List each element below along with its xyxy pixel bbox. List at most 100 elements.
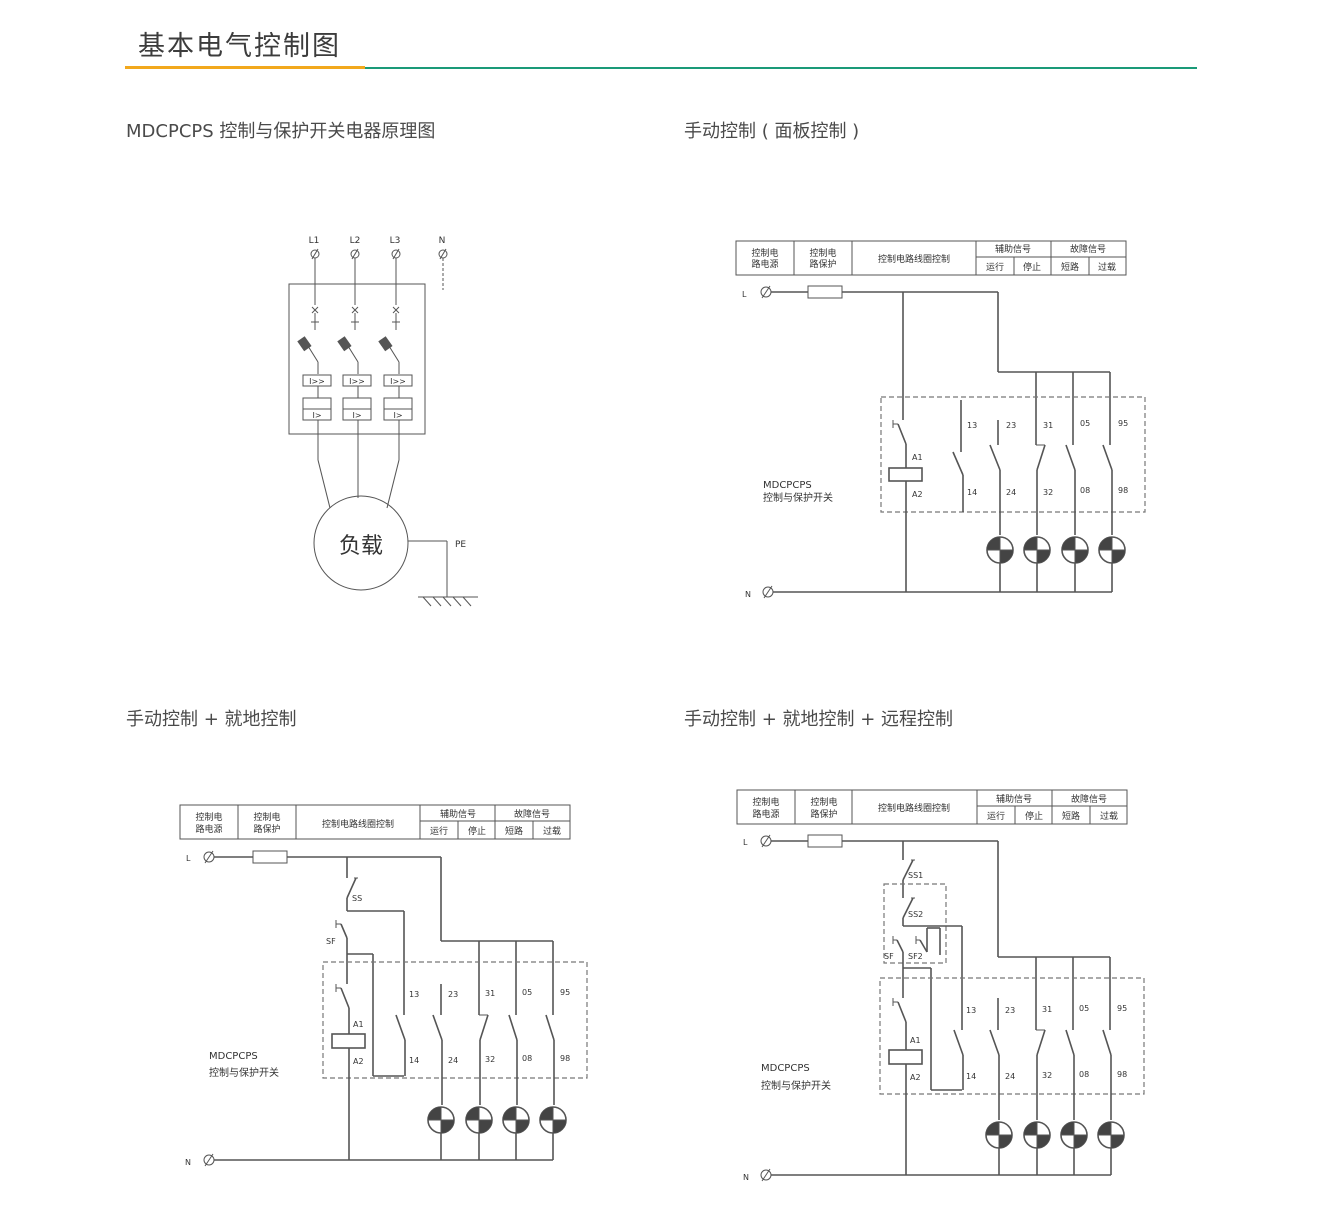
remote-control-box — [883, 883, 947, 964]
manual-local-remote-control-table: 控制电 路电源 控制电 路保护 控制电路线圈控制 辅助信号 运行 停止 故障信号… — [736, 789, 1128, 825]
svg-text:95: 95 — [1118, 419, 1128, 428]
svg-text:A1: A1 — [912, 453, 923, 462]
svg-text:14: 14 — [409, 1056, 419, 1065]
svg-text:控制电路线圈控制: 控制电路线圈控制 — [878, 253, 950, 265]
svg-text:控制电路线圈控制: 控制电路线圈控制 — [878, 802, 950, 814]
manual-device-box — [880, 396, 1146, 513]
svg-text:停止: 停止 — [1025, 810, 1043, 822]
svg-text:SS: SS — [352, 894, 362, 903]
svg-text:控制电: 控制电 — [810, 796, 837, 808]
manual-l-label: L — [742, 290, 747, 299]
svg-text:路保护: 路保护 — [253, 823, 280, 835]
svg-text:A1: A1 — [910, 1036, 921, 1045]
svg-text:路保护: 路保护 — [809, 258, 836, 270]
phase-l2-label: L2 — [350, 236, 361, 246]
svg-text:24: 24 — [448, 1056, 458, 1065]
svg-text:31: 31 — [1042, 1005, 1052, 1014]
manual-local-indicator-lamps — [427, 1106, 567, 1160]
svg-text:停止: 停止 — [1023, 261, 1041, 273]
svg-text:运行: 运行 — [987, 810, 1005, 822]
svg-text:98: 98 — [1117, 1070, 1127, 1079]
svg-text:SF: SF — [884, 952, 894, 961]
ground-icon — [418, 596, 478, 607]
svg-text:控制与保护开关: 控制与保护开关 — [209, 1066, 279, 1079]
svg-text:23: 23 — [448, 990, 458, 999]
manual-indicator-lamps — [986, 536, 1126, 592]
svg-text:31: 31 — [485, 989, 495, 998]
manual-local-remote-diagram: 控制电 路电源 控制电 路保护 控制电路线圈控制 辅助信号 运行 停止 故障信号… — [736, 789, 1145, 1182]
svg-text:辅助信号: 辅助信号 — [995, 243, 1031, 255]
pe-label: PE — [455, 540, 466, 550]
load-motor — [313, 495, 409, 591]
svg-text:MDCPCPS: MDCPCPS — [209, 1051, 258, 1062]
svg-text:SF2: SF2 — [908, 952, 923, 961]
svg-text:A2: A2 — [912, 490, 923, 499]
svg-text:98: 98 — [560, 1054, 570, 1063]
svg-text:A2: A2 — [353, 1057, 364, 1066]
svg-text:控制与保护开关: 控制与保护开关 — [761, 1079, 831, 1092]
svg-text:32: 32 — [1043, 488, 1053, 497]
svg-text:MDCPCPS: MDCPCPS — [761, 1063, 810, 1074]
svg-text:SF: SF — [326, 937, 336, 946]
manual-coil — [888, 467, 923, 482]
svg-text:过载: 过载 — [1098, 261, 1116, 273]
svg-text:控制电: 控制电 — [751, 247, 778, 259]
svg-text:N: N — [185, 1158, 191, 1167]
manual-local-diagram: 控制电 路电源 控制电 路保护 控制电路线圈控制 辅助信号 运行 停止 故障信号… — [179, 804, 588, 1167]
relay-l3-short: I>> — [390, 377, 406, 386]
manual-fuse — [807, 285, 843, 299]
svg-text:故障信号: 故障信号 — [1071, 793, 1107, 805]
relay-l3-over: I> — [393, 411, 402, 420]
svg-text:过载: 过载 — [543, 825, 561, 837]
svg-text:23: 23 — [1006, 421, 1016, 430]
title-rule-green — [365, 67, 1197, 69]
manual-local-remote-indicator-lamps — [985, 1121, 1125, 1175]
svg-text:运行: 运行 — [430, 825, 448, 837]
svg-text:L: L — [743, 838, 748, 847]
svg-text:32: 32 — [485, 1055, 495, 1064]
manual-local-control-table: 控制电 路电源 控制电 路保护 控制电路线圈控制 辅助信号 运行 停止 故障信号… — [179, 804, 571, 840]
manual-local-remote-section-title: 手动控制 + 就地控制 + 远程控制 — [684, 709, 954, 730]
svg-text:32: 32 — [1042, 1071, 1052, 1080]
svg-text:停止: 停止 — [468, 825, 486, 837]
svg-text:SS2: SS2 — [908, 910, 923, 919]
principle-diagram: L1 L2 L3 N I>> I> — [288, 236, 478, 607]
relay-l2-short: I>> — [349, 377, 365, 386]
svg-text:路电源: 路电源 — [195, 823, 222, 835]
svg-text:A2: A2 — [910, 1073, 921, 1082]
svg-text:31: 31 — [1043, 421, 1053, 430]
svg-text:MDCPCPS: MDCPCPS — [763, 480, 812, 491]
svg-text:短路: 短路 — [1061, 261, 1079, 273]
svg-text:L: L — [186, 854, 191, 863]
svg-text:05: 05 — [1080, 419, 1090, 428]
svg-text:95: 95 — [560, 988, 570, 997]
svg-text:14: 14 — [967, 488, 977, 497]
svg-text:控制电: 控制电 — [195, 811, 222, 823]
svg-text:98: 98 — [1118, 486, 1128, 495]
svg-text:路电源: 路电源 — [752, 808, 779, 820]
svg-text:95: 95 — [1117, 1004, 1127, 1013]
svg-text:辅助信号: 辅助信号 — [996, 793, 1032, 805]
phase-n-label: N — [439, 236, 446, 246]
svg-text:控制电: 控制电 — [809, 247, 836, 259]
relay-l2-over: I> — [352, 411, 361, 420]
svg-text:控制电: 控制电 — [253, 811, 280, 823]
svg-text:SS1: SS1 — [908, 871, 923, 880]
svg-text:路保护: 路保护 — [810, 808, 837, 820]
svg-text:05: 05 — [1079, 1004, 1089, 1013]
svg-text:辅助信号: 辅助信号 — [440, 808, 476, 820]
svg-text:A1: A1 — [353, 1020, 364, 1029]
svg-text:运行: 运行 — [986, 261, 1004, 273]
manual-local-remote-device-box — [879, 977, 1145, 1095]
relay-l1-short: I>> — [309, 377, 325, 386]
manual-local-remote-coil — [888, 1049, 923, 1065]
svg-text:控制电路线圈控制: 控制电路线圈控制 — [322, 818, 394, 830]
svg-text:短路: 短路 — [505, 825, 523, 837]
manual-n-label: N — [745, 590, 751, 599]
device-housing — [288, 283, 426, 435]
svg-text:14: 14 — [966, 1072, 976, 1081]
svg-text:过载: 过载 — [1100, 810, 1118, 822]
svg-text:23: 23 — [1005, 1006, 1015, 1015]
manual-diagram: 控制电 路电源 控制电 路保护 控制电路线圈控制 辅助信号 运行 停止 故障信号… — [735, 240, 1146, 599]
svg-text:08: 08 — [1080, 486, 1090, 495]
